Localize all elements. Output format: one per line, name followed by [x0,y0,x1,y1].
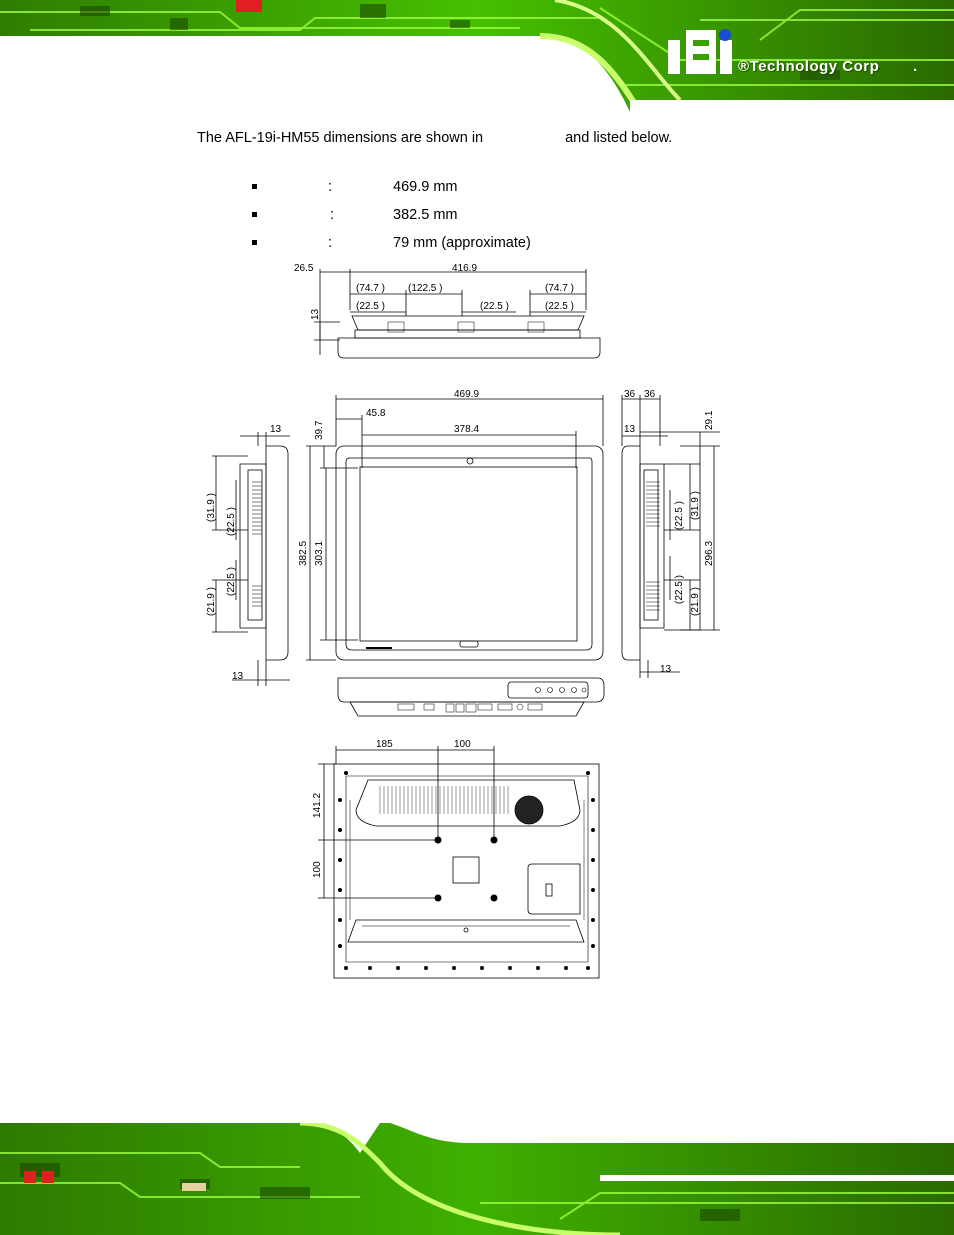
dim-label: (22.5 ) [480,301,509,312]
dim-label: (22.5 ) [545,301,574,312]
dim-label: 141.2 [312,793,323,818]
dim-label: (22.5 ) [674,575,685,604]
dim-label: 36 [624,389,636,400]
front-view: 469.9 45.8 378.4 39.7 382.5 303.1 36 36 … [298,389,720,661]
dim-label: 13 [660,664,672,675]
dim-label: 185 [376,739,393,750]
dim-label: 382.5 [298,541,309,566]
dim-label: 13 [270,424,282,435]
top-view: 26.5 416.9 (74.7 ) (122.5 ) (74.7 ) (22.… [294,263,601,359]
dim-label: 100 [454,739,471,750]
dim-label: (21.9 ) [206,587,217,616]
dim-label: 36 [644,389,656,400]
dim-label: (74.7 ) [545,283,574,294]
dim-label: (122.5 ) [408,283,442,294]
dim-label: 100 [312,861,323,878]
left-side-view: 13 (31.9 ) (22.5 ) (22.5 ) (21.9 ) 13 [206,424,290,686]
dim-label: (21.9 ) [690,587,701,616]
dim-label: 13 [232,671,244,682]
dim-label: (22.5 ) [226,507,237,536]
rear-view: 185 100 141.2 100 [312,739,600,979]
header-banner: ®Technology Corp . [0,0,954,112]
dim-label: 29.1 [704,410,715,430]
dim-label: 469.9 [454,389,479,400]
dim-label: 39.7 [314,420,325,440]
dim-label: (22.5 ) [674,501,685,530]
circuit-board-banner [0,0,954,112]
footer-banner [0,1123,954,1235]
dim-label: 26.5 [294,263,314,274]
company-logo [668,29,732,74]
intro-text-after: and listed below. [565,130,673,146]
bullet-icon [252,240,257,245]
dim-label: (22.5 ) [356,301,385,312]
dim-label: 303.1 [314,541,325,566]
dim-label: 13 [310,308,321,320]
dim-label: 13 [624,424,636,435]
dim-label: 45.8 [366,408,386,419]
intro-text-before: The AFL-19i-HM55 dimensions are shown in [197,130,484,146]
brand-period: . [913,58,918,75]
dim-label: (22.5 ) [226,567,237,596]
bullet-icon [252,184,257,189]
circuit-board-footer [0,1123,954,1235]
dim-label: (31.9 ) [206,493,217,522]
right-side-view: 13 (22.5 ) (31.9 ) (22.5 ) (21.9 ) 13 [621,424,701,678]
dim-label: (31.9 ) [690,491,701,520]
bottom-view [337,677,605,717]
intro-paragraph: The AFL-19i-HM55 dimensions are shown in… [197,130,672,146]
spec-value: 382.5 mm [393,207,458,223]
spec-value: 79 mm (approximate) [393,235,531,251]
dim-label: 378.4 [454,424,479,435]
dim-label: 296.3 [704,541,715,566]
spec-value: 469.9 mm [393,179,458,195]
brand-text: ®Technology Corp [738,58,880,75]
dim-label: (74.7 ) [356,283,385,294]
dim-label: 416.9 [452,263,477,274]
bullet-icon [252,212,257,217]
